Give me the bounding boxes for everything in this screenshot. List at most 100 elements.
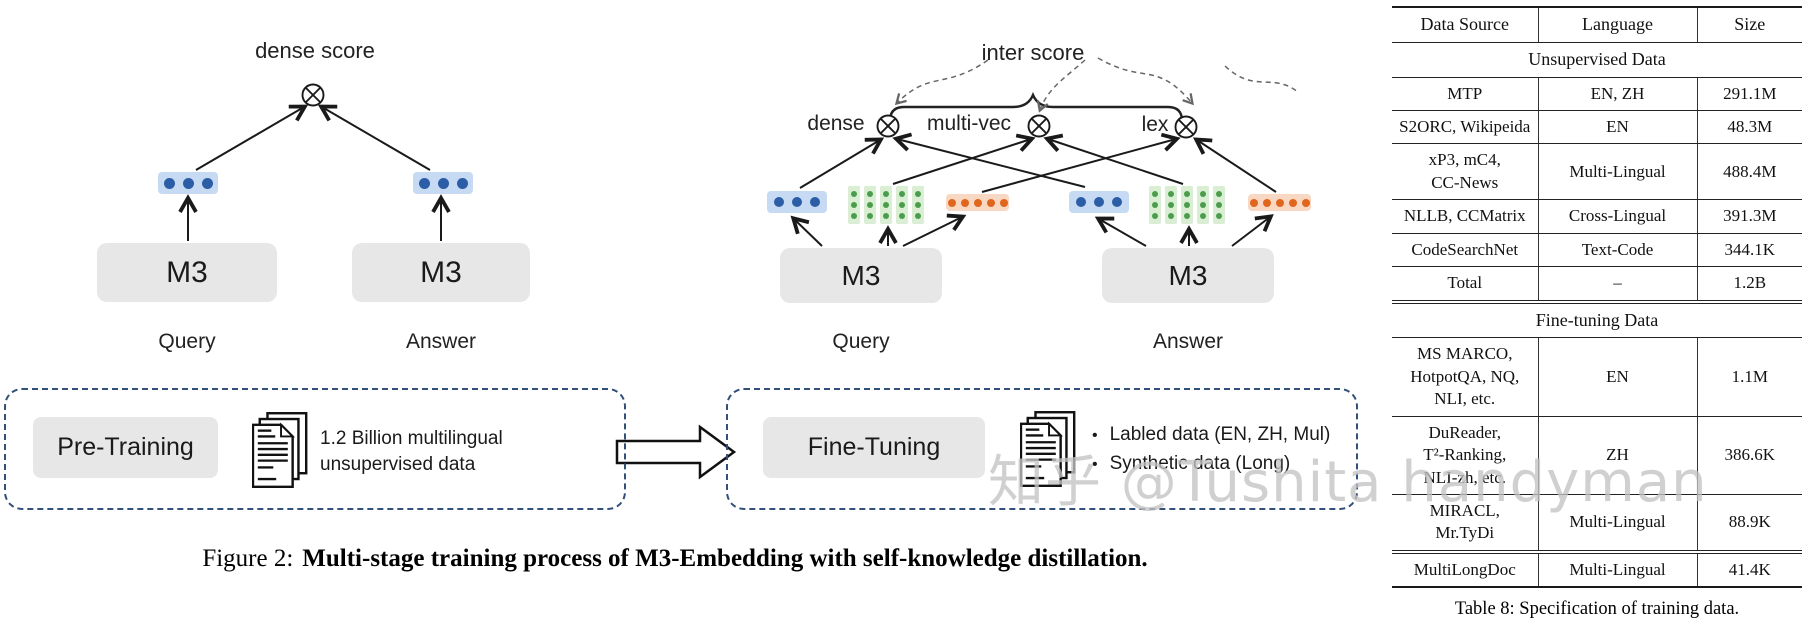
figure-caption-prefix: Figure 2:	[202, 545, 294, 572]
multivec-column	[1197, 186, 1209, 224]
cell-source: MultiLongDoc	[1392, 549, 1539, 588]
answer-label-left: Answer	[405, 330, 477, 353]
pretraining-data-note: 1.2 Billion multilingual unsupervised da…	[320, 428, 503, 475]
finetuning-bullet-1-text: Labled data (EN, ZH, Mul)	[1109, 424, 1331, 445]
table-row: MS MARCO, HotpotQA, NQ, NLI, etc. EN 1.1…	[1392, 337, 1802, 417]
finetuning-button: Fine-Tuning	[763, 417, 985, 478]
cell-source: MS MARCO, HotpotQA, NQ, NLI, etc.	[1392, 337, 1539, 417]
multivec-embedding-answer	[1149, 186, 1225, 224]
watermark-text: 知乎 @Tushita handyman	[988, 450, 1708, 515]
bullet-icon: •	[1092, 456, 1098, 473]
m3-model-query-mid: M3	[780, 248, 942, 303]
figure-caption-body: Multi-stage training process of M3-Embed…	[302, 545, 1148, 572]
middle-score-arrows	[799, 132, 1277, 193]
pretraining-button: Pre-Training	[33, 417, 218, 478]
cell-language: Multi-Lingual	[1538, 549, 1698, 588]
table-row: S2ORC, Wikipeida EN 48.3M	[1392, 110, 1802, 145]
table-row: MTP EN, ZH 291.1M	[1392, 77, 1802, 111]
multivec-embedding-query	[848, 186, 924, 224]
dense-dot	[1094, 197, 1104, 207]
documents-icon	[252, 412, 308, 488]
m3-model-answer-left: M3	[352, 243, 530, 302]
lex-dot	[947, 198, 956, 207]
cell-size: 1.2B	[1697, 266, 1802, 303]
dense-dot	[418, 177, 430, 189]
dense-dot	[456, 177, 468, 189]
cell-size: 88.9K	[1697, 494, 1802, 553]
lex-dot	[973, 198, 982, 207]
section-row-finetuning: Fine-tuning Data	[1392, 299, 1802, 339]
multivec-column	[896, 186, 908, 224]
dense-embedding-answer	[413, 172, 473, 194]
finetuning-bullet-1: • Labled data (EN, ZH, Mul)	[1092, 424, 1330, 446]
table-header-row: Data Source Language Size	[1392, 7, 1802, 43]
multivec-otimes-icon	[1027, 114, 1051, 138]
lex-dot	[1262, 198, 1271, 207]
distillation-dashed-arrows	[894, 57, 1299, 113]
multivec-column	[1181, 186, 1193, 224]
table-caption: Table 8: Specification of training data.	[1454, 599, 1740, 618]
documents-icon	[1020, 411, 1076, 487]
cell-size: 391.3M	[1697, 199, 1802, 234]
cell-language: Cross-Lingual	[1538, 199, 1698, 234]
section-title: Unsupervised Data	[1392, 42, 1802, 78]
table-row: CodeSearchNet Text-Code 344.1K	[1392, 233, 1802, 268]
lex-dot	[1275, 198, 1284, 207]
table-row: DuReader, T²-Ranking, NLI-zh, etc. ZH 38…	[1392, 416, 1802, 495]
lex-dot	[986, 198, 995, 207]
cell-language: EN, ZH	[1538, 77, 1698, 111]
table-row: xP3, mC4, CC-News Multi-Lingual 488.4M	[1392, 143, 1802, 201]
dense-dot	[163, 177, 175, 189]
cell-size: 291.1M	[1697, 77, 1802, 111]
cell-source: DuReader, T²-Ranking, NLI-zh, etc.	[1392, 416, 1539, 495]
section-title: Fine-tuning Data	[1392, 299, 1802, 339]
dense-dot	[810, 197, 820, 207]
table-row: NLLB, CCMatrix Cross-Lingual 391.3M	[1392, 199, 1802, 234]
lex-embedding-query	[946, 194, 1009, 211]
dense-dot	[1112, 197, 1122, 207]
cell-size: 386.6K	[1697, 416, 1802, 495]
table-row-total: Total – 1.2B	[1392, 266, 1802, 303]
lex-head-label: lex	[1141, 113, 1169, 136]
multivec-head-label: multi-vec	[926, 112, 1012, 135]
stage-transition-arrow	[615, 424, 737, 480]
dense-embedding-query	[158, 172, 218, 194]
training-data-table: Data Source Language Size Unsupervised D…	[1392, 6, 1802, 589]
multivec-column	[912, 186, 924, 224]
bullet-icon: •	[1092, 427, 1098, 444]
multivec-column	[880, 186, 892, 224]
lex-dot	[999, 198, 1008, 207]
dense-embedding-query-mid	[767, 191, 827, 213]
multivec-column	[1165, 186, 1177, 224]
cell-language: ZH	[1538, 416, 1698, 495]
query-label-left: Query	[158, 330, 216, 353]
answer-label-mid: Answer	[1152, 330, 1224, 353]
col-header-data-source: Data Source	[1392, 7, 1539, 43]
finetuning-bullet-2: • Synthetic data (Long)	[1092, 453, 1330, 475]
table-row: MultiLongDoc Multi-Lingual 41.4K	[1392, 549, 1802, 588]
multivec-column	[1149, 186, 1161, 224]
dense-dot	[792, 197, 802, 207]
table-row: MIRACL, Mr.TyDi Multi-Lingual 88.9K	[1392, 494, 1802, 553]
left-diagram-arrows	[178, 104, 451, 241]
multivec-column	[864, 186, 876, 224]
cell-source: S2ORC, Wikipeida	[1392, 110, 1539, 145]
finetuning-data-notes: • Labled data (EN, ZH, Mul) • Synthetic …	[1092, 424, 1330, 475]
inter-score-title: inter score	[981, 40, 1085, 65]
dense-dot	[201, 177, 213, 189]
cell-size: 1.1M	[1697, 337, 1802, 417]
dense-dot	[182, 177, 194, 189]
col-header-size: Size	[1697, 7, 1802, 43]
cell-source: NLLB, CCMatrix	[1392, 199, 1539, 234]
dense-dot	[774, 197, 784, 207]
cell-size: 41.4K	[1697, 549, 1802, 588]
cell-source: CodeSearchNet	[1392, 233, 1539, 268]
m3-model-answer-mid: M3	[1102, 248, 1274, 303]
cell-size: 488.4M	[1697, 143, 1802, 201]
cell-language: –	[1538, 266, 1698, 303]
lex-dot	[1301, 198, 1310, 207]
cell-source: xP3, mC4, CC-News	[1392, 143, 1539, 201]
dense-score-otimes-icon	[301, 83, 325, 107]
query-label-mid: Query	[832, 330, 890, 353]
